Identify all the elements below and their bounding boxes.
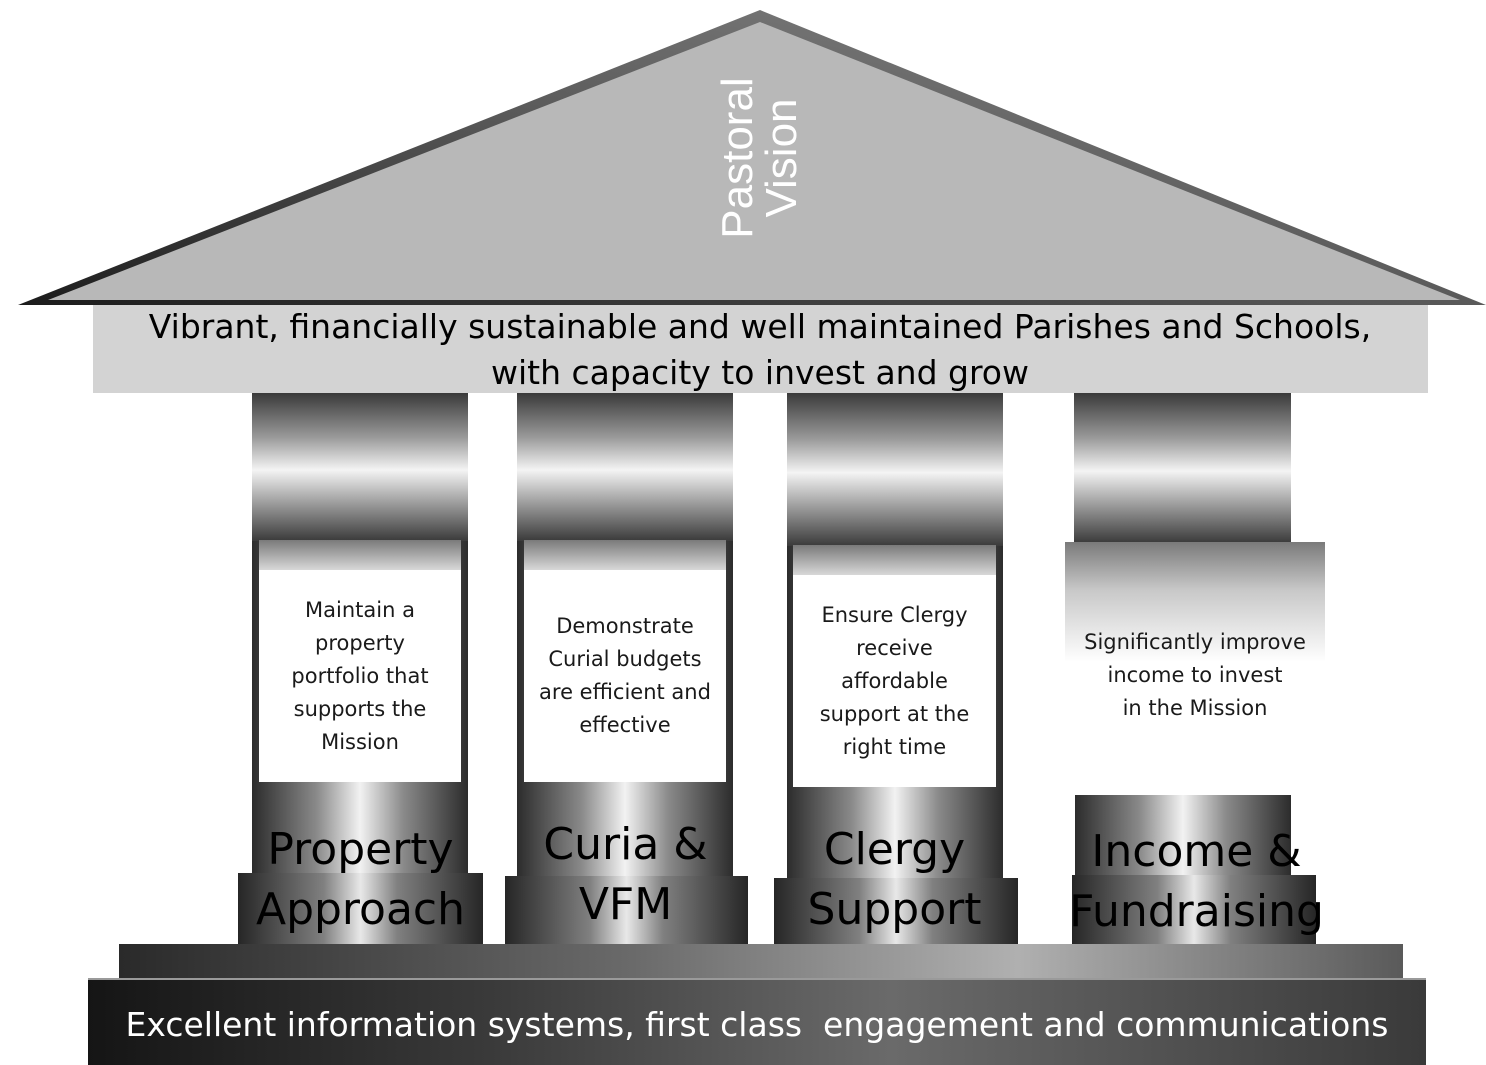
- pillar-income-card: [1065, 542, 1325, 662]
- desc-line: receive: [856, 635, 933, 660]
- desc-line: Demonstrate: [556, 614, 694, 638]
- roof-title-line2: Vision: [757, 97, 806, 218]
- pillar-clergy-card-band: [793, 545, 996, 575]
- pillar-curia-description: Demonstrate Curial budgets are efficient…: [524, 570, 726, 782]
- pillar-income-label: Income & Fundraising: [1054, 822, 1339, 942]
- label-line2: Fundraising: [1069, 886, 1324, 937]
- desc-line: Ensure Clergy: [821, 602, 968, 627]
- foundation-step: [119, 944, 1403, 980]
- pillar-curia-capital: [517, 393, 733, 541]
- desc-line: effective: [579, 713, 671, 737]
- pillar-clergy-description: Ensure Clergy receive affordable support…: [793, 575, 996, 787]
- desc-line: income to invest: [1107, 662, 1283, 687]
- pillar-income-description: Significantly improve income to invest i…: [1065, 600, 1325, 750]
- pillar-curia-card-band: [524, 540, 726, 570]
- desc-line: affordable: [841, 668, 948, 693]
- entablature-line1: Vibrant, financially sustainable and wel…: [148, 307, 1372, 346]
- desc-line: supports the: [293, 696, 427, 721]
- entablature-text: Vibrant, financially sustainable and wel…: [80, 304, 1440, 396]
- pillar-property-card-band: [259, 540, 461, 570]
- roof-title: Pastoral Vision: [700, 70, 820, 245]
- roof-pediment: [18, 10, 1486, 305]
- pillar-clergy-capital: [787, 393, 1003, 546]
- entablature-line2: with capacity to invest and grow: [490, 353, 1029, 392]
- pillar-curia-base: [505, 876, 748, 946]
- desc-line: Mission: [321, 729, 399, 754]
- pillar-property-label: Property Approach: [218, 820, 503, 940]
- desc-line: portfolio that: [291, 663, 429, 688]
- desc-line: support at the: [819, 701, 970, 726]
- desc-line: Maintain a: [305, 597, 415, 622]
- label-line1: Clergy: [823, 824, 966, 875]
- desc-line: are efficient and: [539, 680, 711, 704]
- label-line1: Property: [267, 824, 454, 875]
- foundation-text: Excellent information systems, first cla…: [125, 1005, 1389, 1044]
- pillar-property-base: [238, 873, 483, 946]
- pillar-property-description: Maintain a property portfolio that suppo…: [259, 570, 461, 782]
- desc-line: right time: [842, 734, 947, 759]
- pillar-income-capital: [1074, 393, 1291, 543]
- label-line2: Approach: [255, 884, 466, 935]
- foundation-slab: [88, 978, 1426, 1065]
- desc-line: in the Mission: [1122, 695, 1268, 720]
- roof-title-line1: Pastoral: [713, 76, 762, 239]
- pillar-property-capital: [252, 393, 468, 541]
- pillar-income-base: [1072, 875, 1316, 946]
- label-line2: VFM: [578, 879, 673, 930]
- pillar-income-column: [1075, 795, 1291, 880]
- label-line2: Support: [807, 884, 982, 935]
- label-line1: Curia &: [543, 819, 708, 870]
- desc-line: Significantly improve: [1084, 629, 1306, 654]
- pillar-clergy-label: Clergy Support: [752, 820, 1037, 940]
- label-line1: Income &: [1091, 826, 1302, 877]
- pillar-clergy-base: [774, 878, 1018, 946]
- desc-line: Curial budgets: [548, 647, 702, 671]
- pillar-curia-label: Curia & VFM: [483, 815, 768, 935]
- desc-line: property: [315, 630, 405, 655]
- entablature: [93, 305, 1428, 393]
